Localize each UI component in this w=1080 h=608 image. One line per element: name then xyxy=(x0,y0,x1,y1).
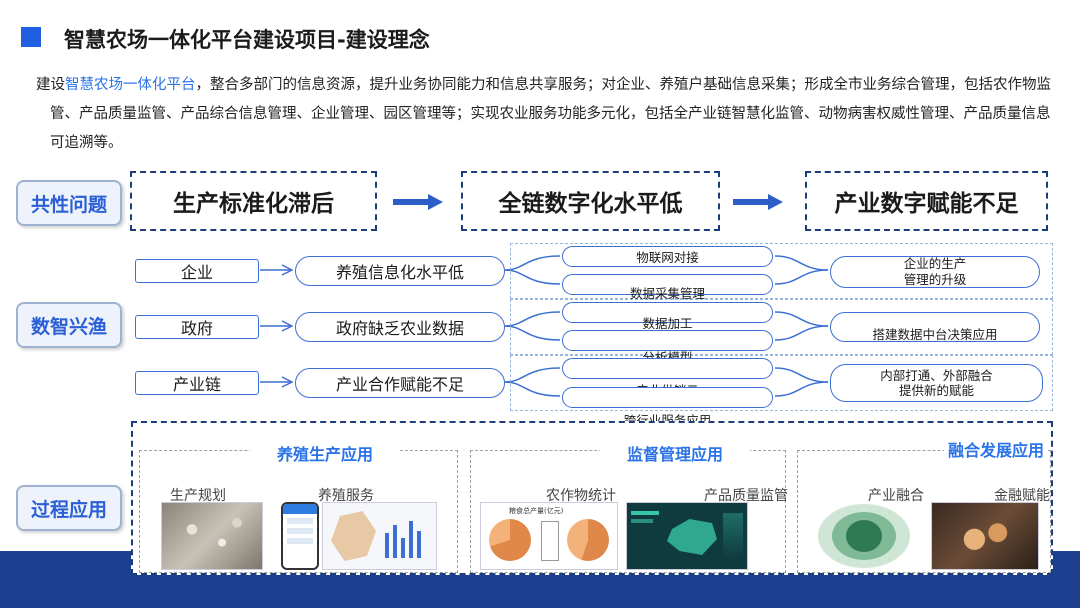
app-title-breeding: 养殖生产应用 xyxy=(250,441,400,465)
fish-farm-photo xyxy=(161,502,263,570)
issue-label: 养殖信息化水平低 xyxy=(336,259,464,283)
tech-label-collect: 数据采集管理 xyxy=(562,283,773,302)
result-pill-3: 内部打通、外部融合 提供新的赋能 xyxy=(830,364,1043,402)
app-title-integration: 融合发展应用 xyxy=(944,441,1048,460)
source-label: 产业链 xyxy=(173,371,221,395)
breeding-dashboard-screenshot xyxy=(322,502,437,570)
issue-pill-1: 养殖信息化水平低 xyxy=(295,256,505,286)
issue-pill-2: 政府缺乏农业数据 xyxy=(295,312,505,342)
result-pill-2: 搭建数据中台决策应用 xyxy=(830,312,1040,342)
finance-photo xyxy=(931,502,1039,570)
issue-pill-3: 产业合作赋能不足 xyxy=(295,368,505,398)
tech-label-iot: 物联网对接 xyxy=(562,247,773,266)
mobile-app-screenshot xyxy=(281,502,319,570)
tech-pill-crossservice xyxy=(562,387,773,408)
crop-chart-title: 粮食总产量(亿元) xyxy=(509,506,563,516)
quality-monitor-dashboard xyxy=(626,502,748,570)
category-process-application: 过程应用 xyxy=(16,485,122,531)
tech-pill-supply xyxy=(562,358,773,379)
source-industry-chain: 产业链 xyxy=(135,371,259,395)
source-label: 企业 xyxy=(181,259,213,283)
crop-statistics-chart: 粮食总产量(亿元) xyxy=(480,502,618,570)
issue-label: 政府缺乏农业数据 xyxy=(336,315,464,339)
result-label: 搭建数据中台决策应用 xyxy=(872,324,997,343)
source-government: 政府 xyxy=(135,315,259,339)
source-enterprise: 企业 xyxy=(135,259,259,283)
app-title-supervision: 监督管理应用 xyxy=(600,441,750,465)
industry-integration-diagram xyxy=(812,502,917,570)
result-pill-1: 企业的生产 管理的升级 xyxy=(830,256,1040,288)
source-label: 政府 xyxy=(181,315,213,339)
issue-label: 产业合作赋能不足 xyxy=(336,371,464,395)
